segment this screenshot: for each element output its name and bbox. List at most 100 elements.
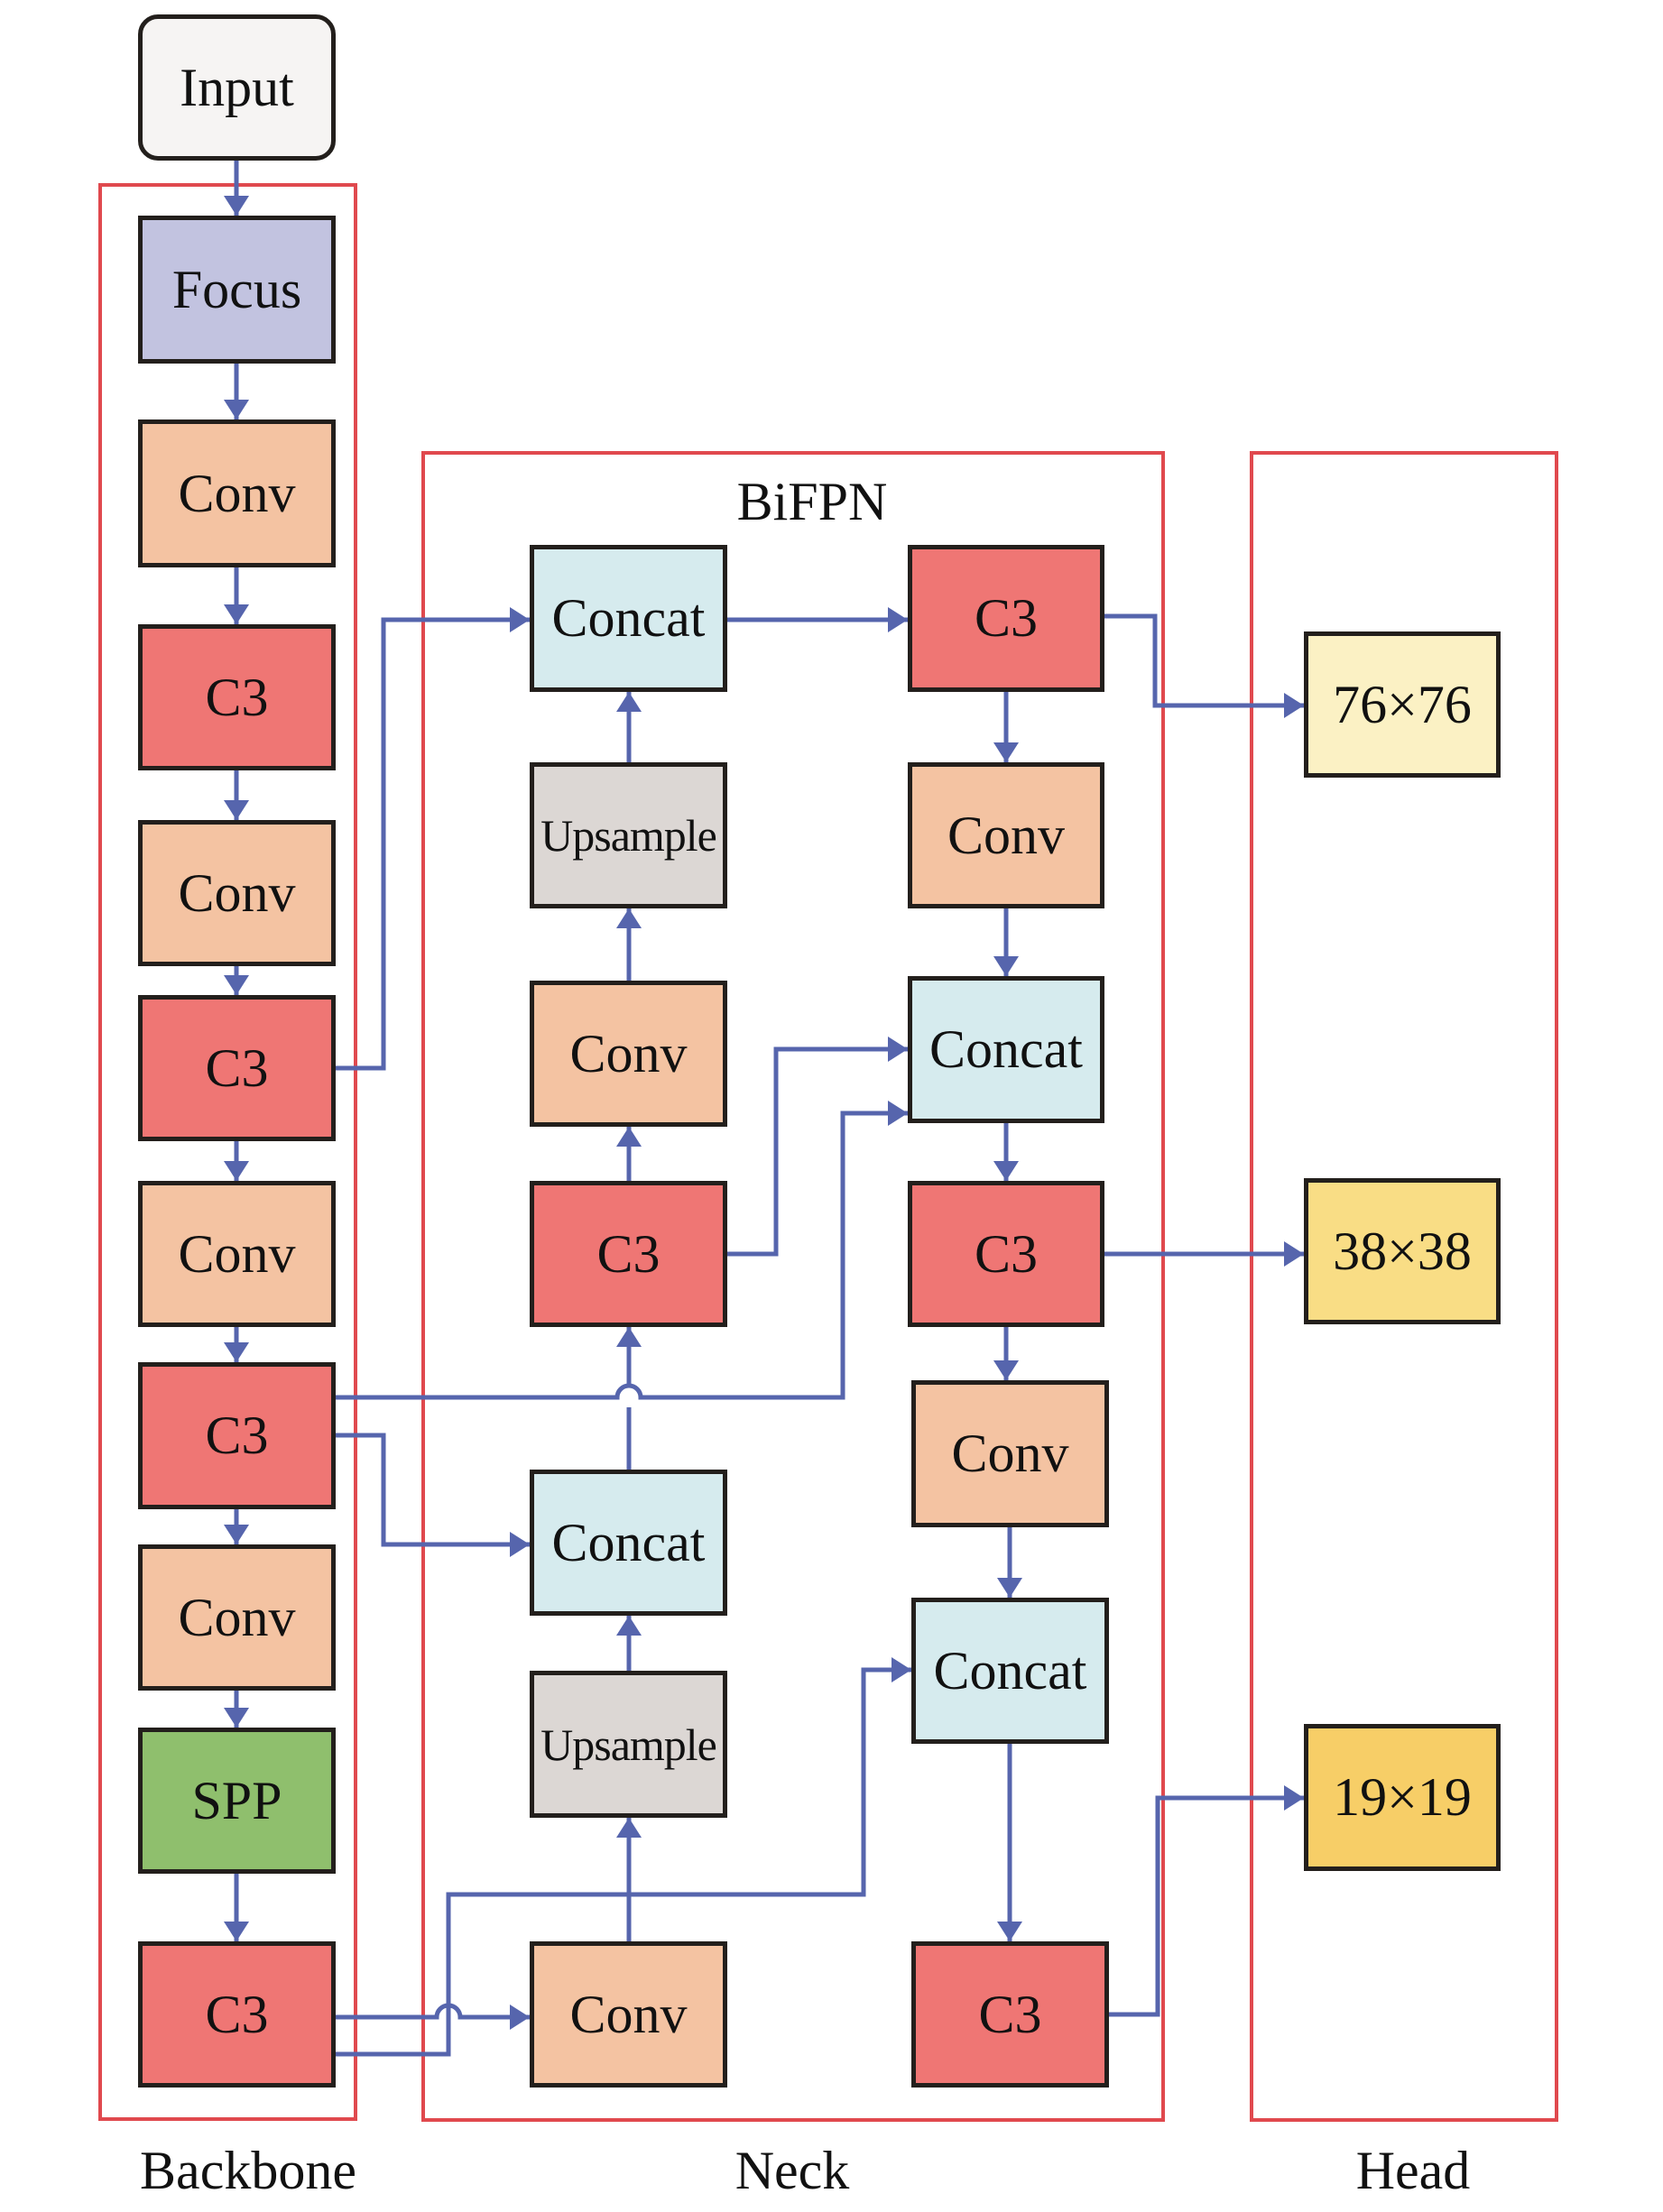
node-label: C3	[974, 1223, 1039, 1284]
arrowhead-icon	[224, 1708, 249, 1728]
edge-neck-c3-to-concat3	[727, 1046, 908, 1257]
conv-node: Conv	[530, 1941, 727, 2088]
c3-node: C3	[908, 545, 1104, 692]
edge-backbone-c3-4-to-concat4	[336, 1667, 911, 2057]
node-label: Conv	[178, 463, 296, 523]
input-label: Input	[180, 57, 294, 117]
arrowhead-icon	[997, 1578, 1022, 1598]
arrowhead-icon	[224, 1525, 249, 1544]
c3-node: C3	[911, 1941, 1109, 2088]
node-label: Conv	[947, 805, 1066, 865]
c3-node: C3	[138, 624, 336, 770]
arrowhead-icon	[993, 1161, 1019, 1181]
conv-node: Conv	[138, 1181, 336, 1327]
arrowhead-icon	[888, 1101, 908, 1126]
concat-node: Concat	[530, 545, 727, 692]
head-output-76: 76×76	[1304, 631, 1501, 778]
edge-backbone-c3-3-to-concat3	[336, 1111, 908, 1400]
c3-node: C3	[908, 1181, 1104, 1327]
arrowhead-icon	[510, 607, 530, 632]
arrowhead-icon	[616, 1127, 642, 1147]
node-label: Conv	[178, 1587, 296, 1647]
arrowhead-icon	[224, 1161, 249, 1181]
arrowhead-icon	[224, 604, 249, 624]
concat-node: Concat	[908, 976, 1104, 1123]
arrowhead-icon	[616, 1616, 642, 1636]
arrowhead-icon	[892, 1657, 911, 1682]
arrowhead-icon	[888, 1037, 908, 1062]
head-label: Head	[1355, 2141, 1471, 2200]
head-output-19: 19×19	[1304, 1724, 1501, 1871]
c3-node: C3	[138, 995, 336, 1141]
node-label: SPP	[191, 1770, 282, 1830]
node-label: Conv	[178, 862, 296, 923]
node-label: C3	[205, 667, 269, 727]
node-label: C3	[205, 1406, 269, 1465]
node-label: Conv	[178, 1223, 296, 1284]
arrowhead-icon	[616, 1327, 642, 1347]
backbone-group	[98, 183, 357, 2121]
edge-backbone-c3-4-to-conv2	[336, 2003, 530, 2020]
conv-node: Conv	[908, 762, 1104, 908]
arrowhead-icon	[1284, 1241, 1304, 1267]
concat-node: Concat	[530, 1470, 727, 1616]
node-label: 76×76	[1333, 674, 1472, 734]
node-label: Conv	[951, 1424, 1069, 1483]
head-output-38: 38×38	[1304, 1178, 1501, 1324]
neck-group	[421, 451, 1165, 2122]
edge-c3-to-19	[1109, 1795, 1304, 2017]
neck-label: Neck	[734, 2141, 850, 2200]
concat-node: Concat	[911, 1598, 1109, 1744]
arrowhead-icon	[224, 975, 249, 995]
node-label: Upsample	[540, 1719, 717, 1770]
conv-node: Conv	[138, 820, 336, 966]
node-label: C3	[205, 1037, 269, 1098]
arrowhead-icon	[224, 1922, 249, 1941]
node-label: Conv	[569, 1984, 688, 2044]
node-label: 19×19	[1333, 1767, 1472, 1827]
node-label: Concat	[929, 1019, 1083, 1079]
arrowhead-icon	[888, 607, 908, 632]
conv-node: Conv	[138, 1544, 336, 1691]
arrowhead-icon	[224, 400, 249, 419]
arrowhead-icon	[510, 1532, 530, 1557]
arrowhead-icon	[993, 1360, 1019, 1380]
arrowhead-icon	[993, 742, 1019, 762]
edge-c3-to-76	[1104, 613, 1304, 708]
node-label: 38×38	[1333, 1221, 1472, 1281]
upsample-node: Upsample	[530, 1671, 727, 1818]
arrowhead-icon	[993, 956, 1019, 976]
node-label: Concat	[551, 588, 706, 648]
spp-node: SPP	[138, 1728, 336, 1874]
arrowhead-icon	[224, 800, 249, 820]
neck-title: BiFPN	[736, 472, 888, 531]
node-label: Upsample	[540, 810, 717, 861]
conv-node: Conv	[138, 419, 336, 567]
node-label: C3	[978, 1984, 1042, 2044]
conv-node: Conv	[911, 1380, 1109, 1527]
arrowhead-icon	[616, 1818, 642, 1838]
c3-node: C3	[138, 1941, 336, 2088]
node-label: Concat	[551, 1512, 706, 1572]
arrowhead-icon	[224, 1342, 249, 1362]
arrowhead-icon	[1284, 1785, 1304, 1811]
node-label: Conv	[569, 1023, 688, 1083]
focus-node: Focus	[138, 216, 336, 364]
node-label: Focus	[171, 259, 302, 319]
arrowhead-icon	[224, 196, 249, 216]
head-group	[1250, 451, 1558, 2122]
upsample-node: Upsample	[530, 762, 727, 908]
arrowhead-icon	[997, 1922, 1022, 1941]
c3-node: C3	[138, 1362, 336, 1509]
arrowhead-icon	[616, 692, 642, 712]
arrowhead-icon	[510, 2005, 530, 2030]
node-label: C3	[974, 588, 1039, 648]
backbone-label: Backbone	[140, 2141, 356, 2200]
node-label: C3	[205, 1984, 269, 2044]
node-label: Concat	[933, 1640, 1087, 1700]
edge-backbone-c3-2-to-concat1	[336, 617, 530, 1071]
arrowhead-icon	[1284, 693, 1304, 718]
node-label: C3	[596, 1223, 661, 1284]
arrowhead-icon	[616, 908, 642, 928]
